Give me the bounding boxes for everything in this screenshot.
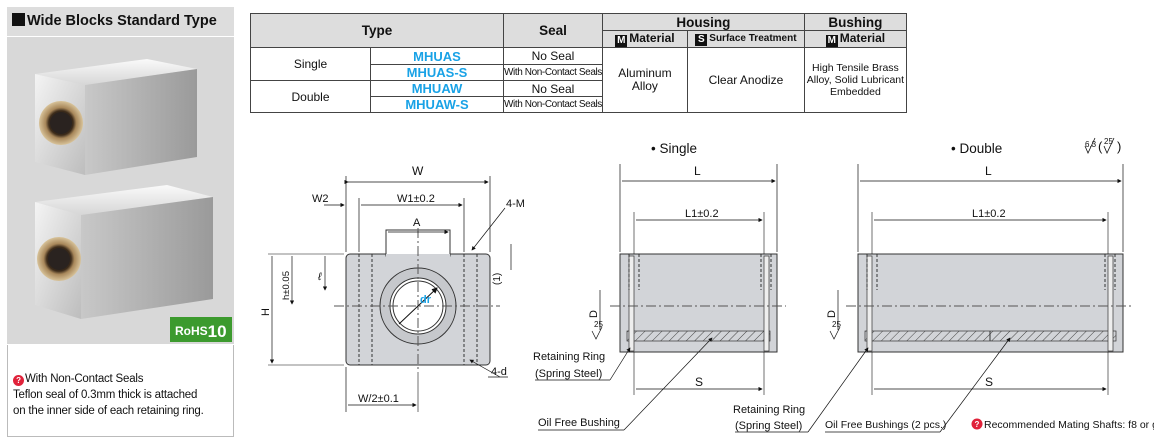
dim-4M: 4-M bbox=[506, 198, 525, 210]
col-seal: Seal bbox=[503, 13, 603, 48]
mark-m-icon: M bbox=[825, 35, 838, 47]
dim-h: h±0.05 bbox=[281, 271, 292, 300]
bushing-line2: Alloy, Solid Lubricant bbox=[806, 74, 905, 86]
seal-cell: With Non-Contact Seals bbox=[503, 96, 603, 113]
ring-label-1b: (Spring Steel) bbox=[535, 368, 602, 380]
section-title: Wide Blocks Standard Type bbox=[27, 13, 217, 29]
dim-4d: 4-d bbox=[491, 366, 507, 378]
dim-Whalf: W/2±0.1 bbox=[358, 393, 399, 405]
left-panel: Wide Blocks Standard Type RoHS10 ?With N… bbox=[0, 0, 236, 437]
rohs-number: 10 bbox=[207, 322, 227, 341]
mark-s-icon: S bbox=[695, 33, 708, 46]
dim-L1-single: L1±0.2 bbox=[685, 208, 719, 220]
single-side-view: • Single L L1±0.2 D 25 S Retaining Ring … bbox=[533, 141, 808, 433]
double-title: • Double bbox=[951, 141, 1002, 156]
product-photo-illustration bbox=[35, 59, 213, 319]
col-type: Type bbox=[250, 13, 504, 48]
housing-material-label: Material bbox=[629, 31, 675, 45]
cell-single: Single bbox=[250, 47, 371, 81]
rohs-badge: RoHS10 bbox=[170, 317, 232, 342]
code-cell: MHUAW-S bbox=[370, 96, 504, 113]
bushing-label: Oil Free Bushing bbox=[538, 417, 620, 429]
section-header: Wide Blocks Standard Type bbox=[7, 7, 234, 36]
ring-label-1: Retaining Ring bbox=[533, 351, 605, 363]
cell-surface: Clear Anodize bbox=[686, 47, 805, 113]
dim-W: W bbox=[412, 164, 424, 178]
dim-W1: W1±0.2 bbox=[397, 193, 435, 205]
code-cell: MHUAW bbox=[370, 80, 504, 97]
housing-material-line2: Alloy bbox=[631, 79, 658, 93]
question-mark-icon: ? bbox=[13, 375, 24, 386]
cell-double: Double bbox=[250, 80, 371, 113]
square-bullet-icon bbox=[12, 13, 25, 26]
note-body-line1: Teflon seal of 0.3mm thick is attached bbox=[13, 389, 198, 401]
dr-label: dr bbox=[420, 294, 432, 306]
note-box: ?With Non-Contact Seals Teflon seal of 0… bbox=[7, 345, 234, 437]
single-title: • Single bbox=[651, 141, 697, 156]
roughness-25-double: 25 bbox=[832, 320, 841, 329]
roughness-25-single: 25 bbox=[594, 320, 603, 329]
ring-label-2b: (Spring Steel) bbox=[735, 420, 802, 432]
bushing-material-label: Material bbox=[839, 31, 886, 45]
dim-H: H bbox=[260, 308, 272, 316]
roughness-a: 6.3 bbox=[1085, 140, 1097, 149]
dim-1: (1) bbox=[492, 273, 503, 285]
rohs-label: RoHS bbox=[175, 324, 208, 338]
roughness-symbol: 6.3 ( 25 ) bbox=[1084, 137, 1121, 154]
dim-D-single: D bbox=[588, 310, 600, 318]
bushing-line1: High Tensile Brass bbox=[812, 62, 899, 74]
code-cell: MHUAS bbox=[370, 47, 504, 65]
note-title: With Non-Contact Seals bbox=[25, 373, 144, 385]
dim-L1-double: L1±0.2 bbox=[972, 208, 1006, 220]
dim-A: A bbox=[413, 217, 421, 229]
dim-L-single: L bbox=[694, 164, 701, 178]
surface-label: Surface Treatment bbox=[709, 32, 797, 44]
svg-text:): ) bbox=[1117, 139, 1121, 154]
mark-m-icon: M bbox=[615, 35, 628, 47]
roughness-b: 25 bbox=[1104, 137, 1113, 146]
dim-L-double: L bbox=[985, 164, 992, 178]
product-photo bbox=[7, 37, 234, 344]
ring-label-2: Retaining Ring bbox=[733, 404, 805, 416]
double-side-view: • Double L L1±0.2 D 25 S Oil Free Bushin… bbox=[807, 141, 1154, 433]
question-mark-icon: ? bbox=[975, 420, 980, 429]
note-body-line2: on the inner side of each retaining ring… bbox=[13, 405, 204, 417]
dim-S-single: S bbox=[695, 375, 703, 389]
front-view: dr W W2 W1±0.2 A 4-M (1) H h±0.05 ℓ 4-d bbox=[260, 164, 525, 412]
bushing-line3: Embedded bbox=[830, 86, 881, 98]
bushings-label: Oil Free Bushings (2 pcs.) bbox=[825, 419, 946, 431]
housing-material-line1: Aluminum bbox=[618, 66, 672, 80]
code-cell: MHUAS-S bbox=[370, 64, 504, 81]
shafts-label: Recommended Mating Shafts: f8 or g6 bbox=[984, 419, 1154, 431]
col-bushing: Bushing bbox=[803, 13, 907, 31]
dim-W2: W2 bbox=[312, 193, 329, 205]
dim-S-double: S bbox=[985, 375, 993, 389]
dim-l: ℓ bbox=[317, 271, 322, 283]
svg-text:(: ( bbox=[1098, 139, 1103, 154]
dim-D-double: D bbox=[826, 310, 838, 318]
